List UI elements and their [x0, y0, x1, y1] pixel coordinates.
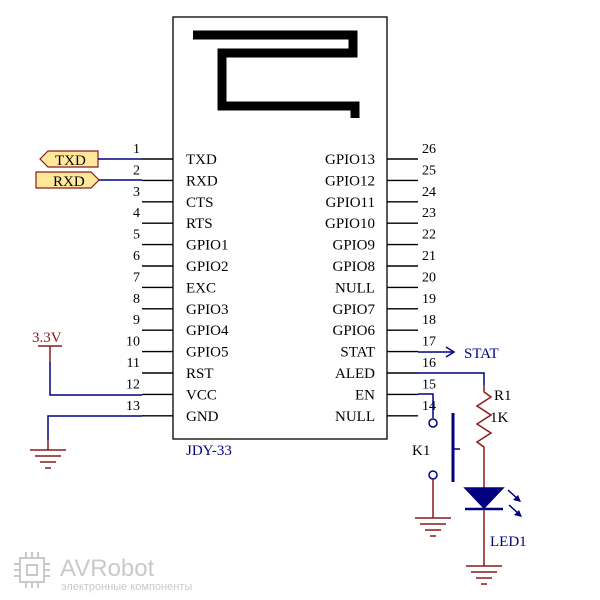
pin-label: RXD — [186, 173, 218, 189]
pin-label: GPIO8 — [332, 259, 375, 275]
logo-subtitle: электронные компоненты — [61, 581, 192, 593]
pin-number: 9 — [133, 313, 140, 328]
pin-number: 10 — [126, 335, 140, 350]
pin-label: GPIO6 — [332, 323, 375, 339]
pin-number: 11 — [127, 356, 140, 371]
pin-number: 17 — [422, 335, 436, 350]
pin-label: GPIO4 — [186, 323, 229, 339]
pin-label: GPIO3 — [186, 302, 229, 318]
pin-number: 13 — [126, 399, 140, 414]
pin-label: GPIO1 — [186, 238, 229, 254]
pin-number: 12 — [126, 377, 140, 392]
pin-number: 15 — [422, 377, 436, 392]
pin-number: 4 — [133, 206, 140, 221]
module-body — [172, 16, 388, 440]
aled-wire — [418, 372, 485, 385]
stat-net-label: STAT — [464, 346, 499, 362]
switch-k1: K1 — [412, 413, 460, 537]
pin-number: 25 — [422, 163, 436, 178]
pin-number: 24 — [422, 185, 436, 200]
pin-label: TXD — [186, 152, 217, 168]
pin-number: 26 — [422, 142, 436, 157]
stat-net: STAT — [418, 346, 499, 362]
pin-label: GPIO5 — [186, 345, 229, 361]
port-rxd-label: RXD — [53, 174, 85, 190]
pin-label: GPIO13 — [325, 152, 375, 168]
resistor-ref: R1 — [494, 388, 512, 404]
pin-label: GPIO2 — [186, 259, 229, 275]
pin-label: GPIO9 — [332, 238, 375, 254]
power-label: 3.3V — [32, 330, 62, 346]
switch-ref: K1 — [412, 443, 430, 459]
antenna-trace — [193, 30, 360, 118]
pin-number: 21 — [422, 249, 436, 264]
chip-icon — [14, 552, 50, 588]
pin-number: 20 — [422, 270, 436, 285]
pin-number: 7 — [133, 270, 140, 285]
pin-number: 6 — [133, 249, 140, 264]
pin-label: EN — [355, 387, 375, 403]
led1: LED1 — [463, 487, 527, 550]
gnd-led — [466, 509, 502, 585]
pin-label: GPIO12 — [325, 173, 375, 189]
resistor-value: 1K — [490, 410, 509, 426]
port-rxd: RXD — [35, 171, 142, 190]
pin-label: EXC — [186, 280, 216, 296]
resistor-r1: R1 1K — [475, 385, 512, 452]
pin-number: 5 — [133, 228, 140, 243]
pin-label: RTS — [186, 216, 213, 232]
pin-number: 14 — [422, 399, 436, 414]
pin-label: STAT — [340, 345, 375, 361]
pin-label: NULL — [335, 280, 375, 296]
pin-label: GND — [186, 409, 219, 425]
pin-label: GPIO11 — [326, 195, 375, 211]
pin-label: GPIO7 — [332, 302, 375, 318]
pin-number: 1 — [133, 142, 140, 157]
power-3v3: 3.3V — [32, 330, 142, 396]
en-wire — [418, 393, 434, 418]
led-ref: LED1 — [490, 534, 527, 550]
port-txd-label: TXD — [55, 153, 86, 169]
pin-number: 19 — [422, 292, 436, 307]
gnd-left — [30, 415, 142, 469]
pin-label: RST — [186, 366, 214, 382]
pin-number: 23 — [422, 206, 436, 221]
pin-number: 18 — [422, 313, 436, 328]
pin-number: 16 — [422, 356, 436, 371]
logo-title: AVRobot — [60, 555, 155, 582]
pin-label: CTS — [186, 195, 214, 211]
pin-label: NULL — [335, 409, 375, 425]
pin-number: 22 — [422, 228, 436, 243]
pin-number: 8 — [133, 292, 140, 307]
avrobot-logo: AVRobot электронные компоненты — [14, 552, 192, 593]
pin-label: GPIO10 — [325, 216, 375, 232]
pin-label: VCC — [186, 387, 217, 403]
pin-number: 2 — [133, 163, 140, 178]
port-txd: TXD — [39, 150, 142, 169]
pin-label: ALED — [335, 366, 375, 382]
module-name: JDY-33 — [186, 443, 232, 459]
pin-number: 3 — [133, 185, 140, 200]
